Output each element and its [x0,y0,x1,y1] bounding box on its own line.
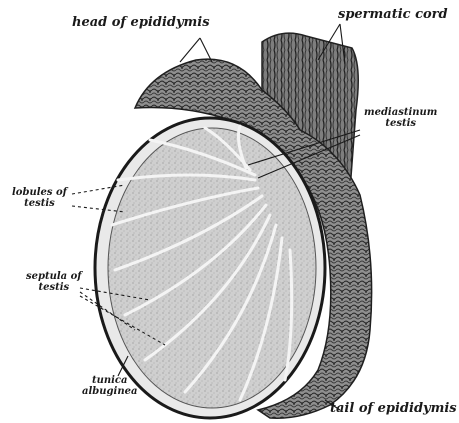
label-mediastinum-line-2: testis [364,119,437,130]
label-septula-line-2: testis [26,283,82,294]
label-spermatic-cord: spermatic cord [338,8,448,22]
testis-lobules-shape [108,128,316,408]
label-tunica-albuginea: tunica albuginea [82,376,137,397]
label-head-of-epididymis: head of epididymis [72,16,210,30]
label-mediastinum-line-1: mediastinum [364,108,437,119]
label-lobules-line-1: lobules of [12,188,67,199]
label-septula-line-1: septula of [26,272,82,283]
label-septula-of-testis: septula of testis [26,272,82,293]
label-tunica-line-1: tunica [82,376,137,387]
label-tail-of-epididymis: tail of epididymis [330,402,457,416]
label-mediastinum-testis: mediastinum testis [364,108,437,129]
label-lobules-line-2: testis [12,199,67,210]
label-lobules-of-testis: lobules of testis [12,188,67,209]
label-tunica-line-2: albuginea [82,387,137,398]
